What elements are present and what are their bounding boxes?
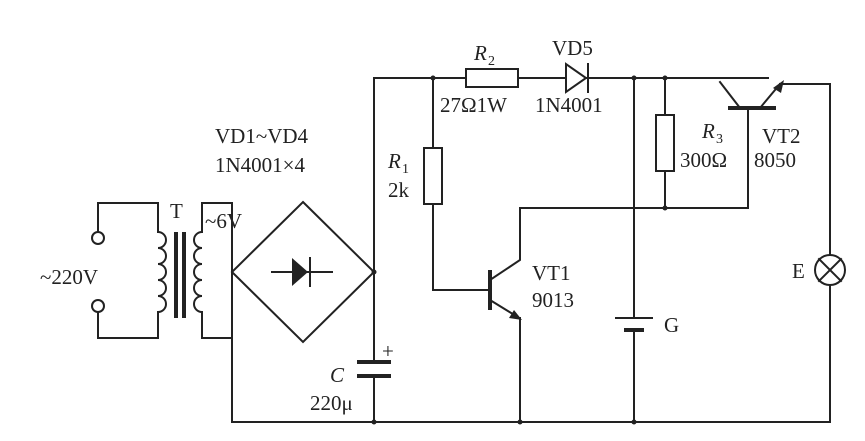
resistor-r1: R 1 2k: [387, 77, 491, 291]
r2-subscript: 2: [488, 54, 495, 69]
vt1-part-label: 9013: [532, 288, 574, 312]
transformer-label: T: [170, 199, 183, 223]
vt1-emitter-arrow: [509, 310, 522, 320]
transistor-vt2: VT2 8050: [718, 80, 831, 256]
mains-terminal-bottom: [91, 299, 105, 313]
r2-value-label: 27Ω1W: [440, 93, 507, 117]
r3-letter: R: [701, 119, 715, 143]
secondary-voltage-label: ~6V: [205, 209, 242, 233]
transformer: T ~6V: [156, 199, 242, 339]
capacitor-name-label: C: [330, 363, 345, 387]
lamp-label: E: [792, 259, 805, 283]
rectifier-name-label: VD1~VD4: [215, 124, 309, 148]
battery-label: G: [664, 313, 679, 337]
capacitor-value-label: 220μ: [310, 391, 353, 415]
vt1-name-label: VT1: [532, 261, 571, 285]
resistor-r2: R 2 27Ω1W: [440, 41, 519, 117]
vd5-name-label: VD5: [552, 36, 593, 60]
battery-g: G: [615, 77, 679, 423]
junction-dots: [371, 75, 668, 425]
vt2-name-label: VT2: [762, 124, 801, 148]
r1-value-label: 2k: [388, 178, 410, 202]
r1-letter: R: [387, 149, 401, 173]
diode-vd5: VD5 1N4001: [535, 36, 603, 117]
r3-subscript: 3: [716, 132, 723, 147]
mains-input: ~220V: [40, 202, 159, 339]
lamp-e: E: [792, 254, 846, 423]
mains-voltage-label: ~220V: [40, 265, 98, 289]
bridge-rectifier: VD1~VD4 1N4001×4: [215, 124, 376, 344]
capacitor-c: + C 220μ: [310, 339, 394, 423]
rectifier-part-label: 1N4001×4: [215, 153, 306, 177]
r1-subscript: 1: [402, 162, 409, 177]
vd5-part-label: 1N4001: [535, 93, 603, 117]
mains-terminal-top: [91, 231, 105, 245]
vt2-part-label: 8050: [754, 148, 796, 172]
resistor-r3: R 3 300Ω: [655, 77, 727, 209]
transistor-vt1: VT1 9013: [488, 197, 749, 423]
power-rails: [231, 77, 831, 423]
capacitor-plus-sign: +: [382, 339, 394, 363]
r2-letter: R: [473, 41, 487, 65]
r3-value-label: 300Ω: [680, 148, 727, 172]
